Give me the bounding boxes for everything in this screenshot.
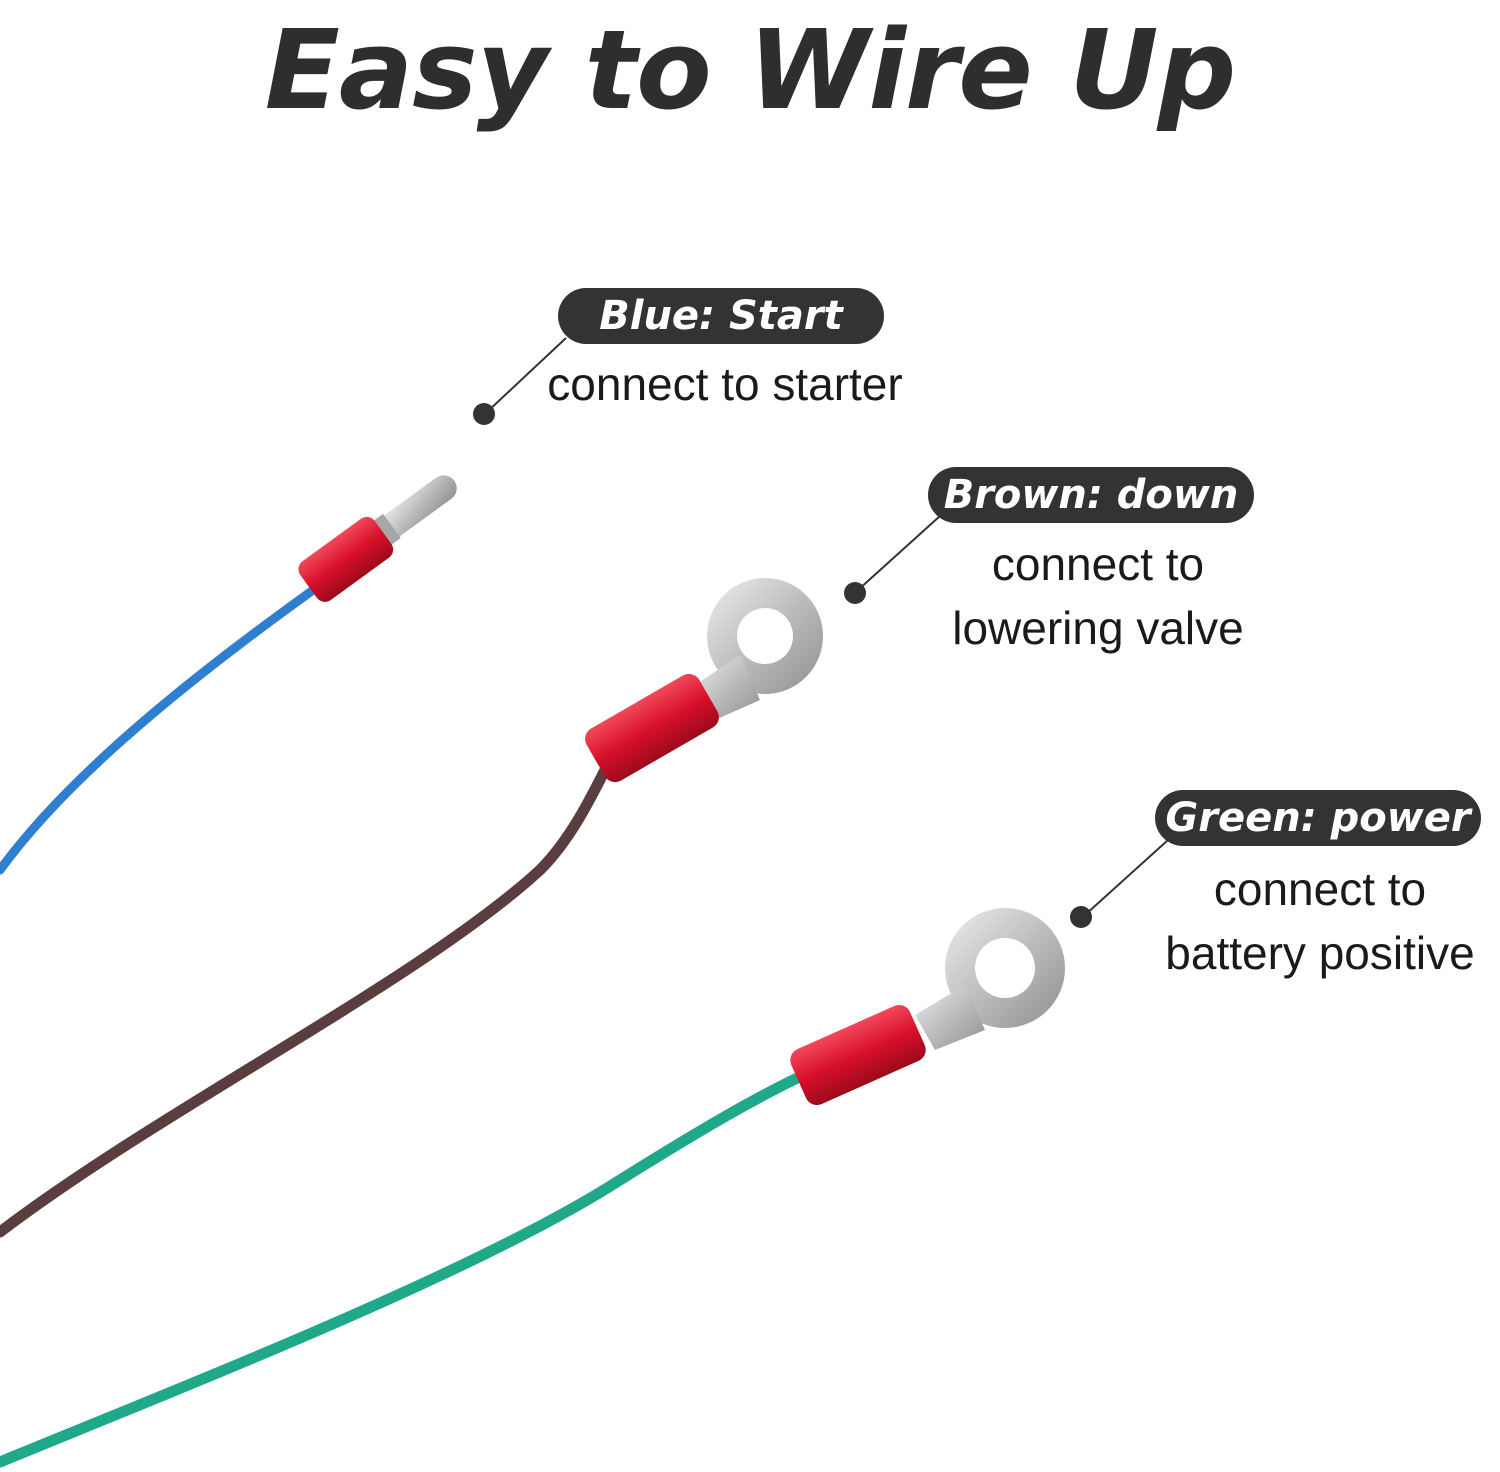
label-blue-start: Blue: Start (558, 288, 884, 344)
label-brown-down: Brown: down (928, 467, 1254, 523)
blue-bullet-connector (298, 475, 457, 602)
callout-green (1070, 839, 1169, 928)
callout-dot-green (1070, 906, 1092, 928)
callout-brown (844, 515, 941, 604)
desc-brown: connect to lowering valve (900, 532, 1296, 660)
desc-brown-line-2: lowering valve (952, 602, 1244, 654)
green-wire (0, 908, 1065, 1468)
blue-wire (0, 475, 457, 875)
label-green-power: Green: power (1155, 790, 1481, 846)
desc-blue: connect to starter (500, 352, 950, 416)
page-title: Easy to Wire Up (264, 6, 1237, 134)
desc-green-line-1: connect to (1213, 863, 1427, 915)
callout-blue (473, 337, 567, 425)
callout-dot-brown (844, 582, 866, 604)
desc-blue-line-1: connect to starter (547, 358, 903, 410)
callout-dot-blue (473, 403, 495, 425)
desc-green-line-2: battery positive (1165, 927, 1475, 979)
brown-wire (0, 578, 823, 1238)
desc-green: connect to battery positive (1140, 857, 1500, 985)
desc-brown-line-1: connect to (991, 538, 1205, 590)
green-ring-connector (790, 908, 1065, 1106)
brown-ring-connector (585, 578, 823, 783)
